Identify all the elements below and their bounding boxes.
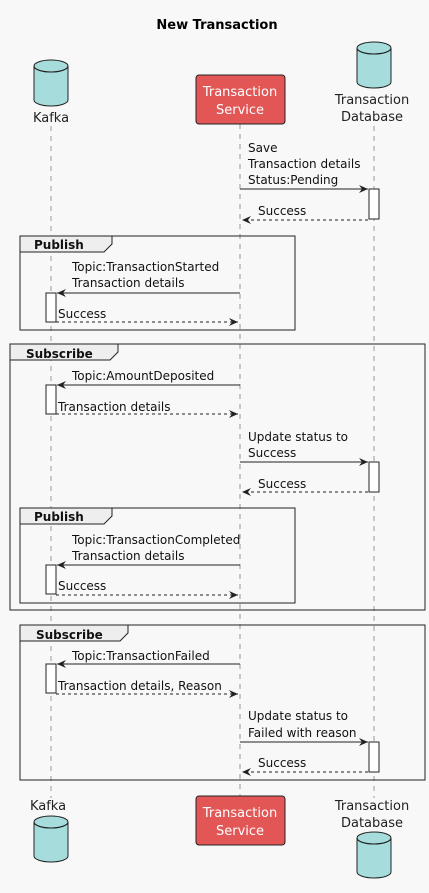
service-participant-bottom: Transaction Service bbox=[195, 795, 286, 846]
fragment-label: Publish bbox=[34, 238, 84, 252]
fragment-publish: Publish bbox=[19, 235, 296, 331]
message-label: Transaction details, Reason bbox=[57, 679, 222, 693]
message-update-status: Update status to Failed with reason bbox=[240, 709, 368, 746]
message-label: Success bbox=[248, 446, 296, 460]
message-label: Save bbox=[248, 141, 277, 155]
message-label: Status:Pending bbox=[248, 173, 338, 187]
kafka-participant-top: Kafka bbox=[33, 59, 69, 126]
message-return: Transaction details bbox=[56, 400, 238, 418]
diagram-title: New Transaction bbox=[156, 18, 277, 33]
message-topic: Topic:TransactionCompleted Transaction d… bbox=[57, 533, 240, 569]
message-topic: Topic:TransactionFailed bbox=[57, 649, 240, 668]
fragment-label: Subscribe bbox=[36, 628, 103, 642]
service-label-line1: Transaction bbox=[202, 85, 277, 100]
message-return: Success bbox=[56, 579, 238, 599]
message-label: Failed with reason bbox=[248, 726, 357, 740]
kafka-label: Kafka bbox=[33, 111, 69, 126]
database-icon bbox=[356, 41, 392, 89]
service-label-line2: Service bbox=[216, 103, 264, 118]
activation-bar bbox=[45, 292, 57, 323]
database-participant-top: Transaction Database bbox=[334, 41, 409, 125]
kafka-label: Kafka bbox=[30, 799, 66, 814]
activation-bar bbox=[45, 384, 57, 415]
message-label: Success bbox=[258, 756, 306, 770]
service-participant-top: Transaction Service bbox=[195, 74, 286, 125]
message-label: Transaction details bbox=[71, 276, 184, 290]
activation-bar bbox=[45, 663, 57, 694]
message-label: Success bbox=[258, 204, 306, 218]
message-label: Success bbox=[258, 477, 306, 491]
service-label-line2: Service bbox=[216, 824, 264, 839]
message-return: Success bbox=[242, 204, 368, 224]
fragment-label: Publish bbox=[34, 510, 84, 524]
database-label-line1: Transaction bbox=[334, 799, 409, 814]
fragment-subscribe: Subscribe bbox=[9, 343, 426, 611]
fragment-publish: Publish bbox=[19, 507, 296, 604]
message-return: Transaction details, Reason bbox=[56, 679, 238, 698]
kafka-participant-bottom: Kafka bbox=[30, 799, 69, 863]
fragment-label: Subscribe bbox=[26, 347, 93, 361]
message-label: Success bbox=[58, 579, 106, 593]
activation-bar bbox=[368, 188, 380, 220]
message-label: Topic:AmountDeposited bbox=[71, 369, 214, 383]
activation-bar bbox=[368, 741, 380, 773]
database-participant-bottom: Transaction Database bbox=[334, 799, 409, 879]
message-save: Save Transaction details Status:Pending bbox=[240, 141, 368, 193]
database-label-line2: Database bbox=[341, 816, 403, 831]
message-topic: Topic:TransactionStarted Transaction det… bbox=[57, 260, 240, 297]
message-label: Transaction details bbox=[57, 400, 170, 414]
message-label: Topic:TransactionStarted bbox=[71, 260, 219, 274]
database-label-line1: Transaction bbox=[334, 93, 409, 108]
message-label: Update status to bbox=[248, 709, 348, 723]
database-label-line2: Database bbox=[341, 110, 403, 125]
message-label: Transaction details bbox=[71, 549, 184, 563]
message-label: Success bbox=[58, 307, 106, 321]
database-icon bbox=[356, 831, 392, 879]
message-return: Success bbox=[242, 477, 368, 496]
message-topic: Topic:AmountDeposited bbox=[57, 369, 240, 389]
message-return: Success bbox=[242, 756, 368, 776]
activation-bar bbox=[368, 461, 380, 493]
activation-bar bbox=[45, 564, 57, 595]
message-return: Success bbox=[56, 307, 238, 326]
message-label: Update status to bbox=[248, 430, 348, 444]
message-update-status: Update status to Success bbox=[240, 430, 368, 466]
message-label: Topic:TransactionFailed bbox=[71, 649, 210, 663]
service-label-line1: Transaction bbox=[202, 806, 277, 821]
database-icon bbox=[33, 815, 69, 863]
message-label: Transaction details bbox=[247, 157, 360, 171]
message-label: Topic:TransactionCompleted bbox=[71, 533, 240, 547]
fragment-subscribe: Subscribe bbox=[19, 624, 426, 781]
database-icon bbox=[33, 59, 69, 107]
